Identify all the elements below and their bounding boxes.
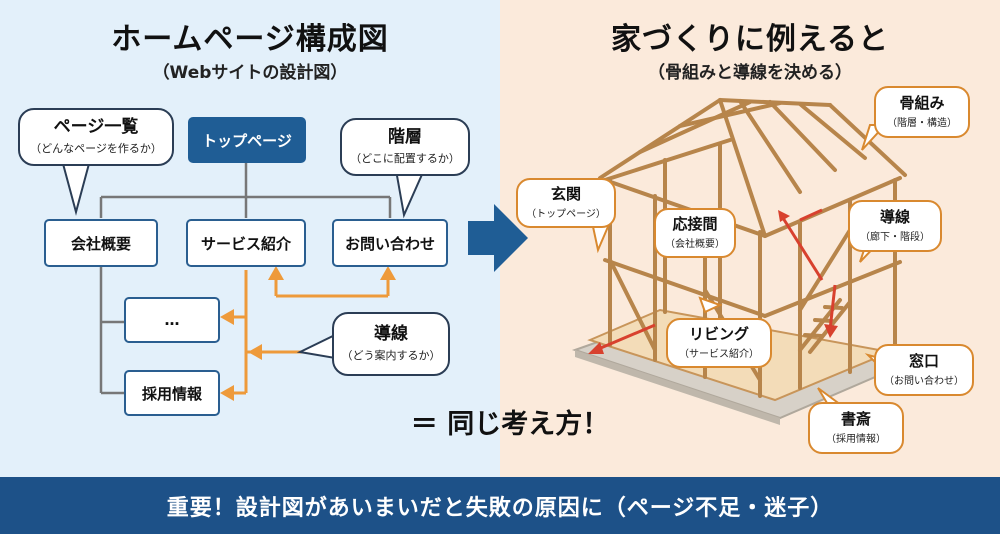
flow-arrowheads-left (220, 266, 396, 401)
bubble-page-list: ページ一覧 （どんなページを作るか） (18, 108, 174, 166)
label-flow: 導線 （廊下・階段） (848, 200, 942, 252)
label-study-sub: （採用情報） (826, 434, 886, 446)
label-living: リビング （サービス紹介） (666, 318, 772, 368)
label-flow-sub: （廊下・階段） (860, 232, 930, 244)
label-frame-sub: （階層・構造） (887, 118, 957, 130)
left-title: ホームページ構成図 (111, 22, 389, 57)
bubble-flow-title: 導線 (374, 324, 408, 345)
equal-statement: ＝ 同じ考え方！ (410, 409, 610, 440)
bubble-hierarchy-title: 階層 (388, 127, 422, 148)
label-entrance-sub: （トップページ） (526, 209, 606, 221)
label-study-title: 書斎 (840, 409, 871, 428)
label-living-sub: （サービス紹介） (679, 349, 759, 361)
label-study: 書斎 （採用情報） (808, 402, 904, 454)
bubble-hierarchy: 階層 （どこに配置するか） (340, 118, 470, 176)
bubble-hierarchy-sub: （どこに配置するか） (350, 151, 460, 165)
transition-arrow-icon (468, 204, 528, 272)
label-frame: 骨組み （階層・構造） (874, 86, 970, 138)
bubble-tails (60, 159, 426, 360)
label-window-sub: （お問い合わせ） (884, 376, 964, 388)
label-flow-title: 導線 (879, 207, 910, 226)
flow-arrows-left (232, 270, 390, 395)
node-service: サービス紹介 (186, 219, 306, 267)
house-illustration (571, 98, 914, 425)
footer-text: 重要！設計図があいまいだと失敗の原因に（ページ不足・迷子） (166, 495, 834, 521)
node-more: … (124, 297, 220, 343)
flow-arrows-house (588, 208, 838, 354)
left-subtitle: （Webサイトの設計図） (152, 63, 348, 83)
node-contact: お問い合わせ (332, 219, 448, 267)
label-reception: 応接間 （会社概要） (654, 208, 736, 258)
bubble-flow-sub: （どう案内するか） (341, 348, 441, 362)
node-company: 会社概要 (44, 219, 158, 267)
label-entrance-title: 玄関 (550, 184, 581, 203)
node-top-page: トップページ (188, 117, 306, 163)
label-reception-sub: （会社概要） (665, 239, 725, 251)
bubble-page-list-sub: （どんなページを作るか） (30, 141, 162, 155)
bubble-flow: 導線 （どう案内するか） (332, 312, 450, 376)
node-recruit: 採用情報 (124, 370, 220, 416)
footer-banner: 重要！設計図があいまいだと失敗の原因に（ページ不足・迷子） (0, 477, 1000, 534)
right-title: 家づくりに例えると (610, 22, 890, 57)
label-reception-title: 応接間 (672, 214, 718, 233)
tree-connectors (99, 163, 392, 395)
right-subtitle: （骨組みと導線を決める） (648, 63, 852, 83)
label-frame-title: 骨組み (899, 93, 945, 112)
label-window: 窓口 （お問い合わせ） (874, 344, 974, 396)
label-living-title: リビング (688, 324, 749, 343)
label-window-title: 窓口 (908, 351, 939, 370)
label-entrance: 玄関 （トップページ） (516, 178, 616, 228)
bubble-page-list-title: ページ一覧 (53, 117, 139, 138)
